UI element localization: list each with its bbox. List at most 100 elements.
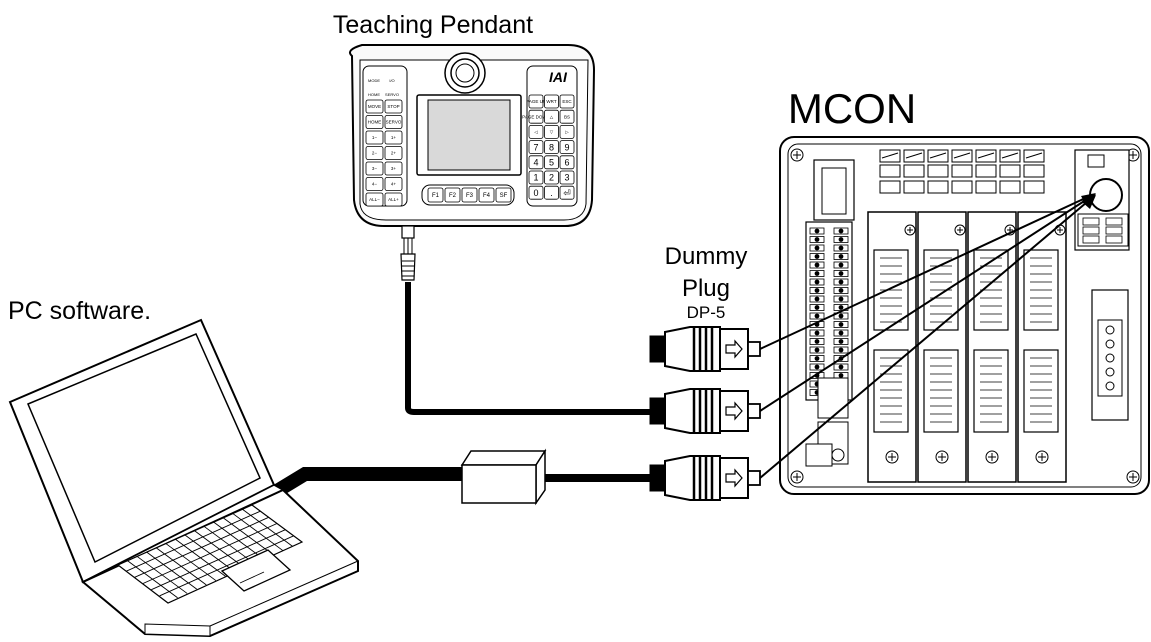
pendant-top-key: MODE xyxy=(368,78,380,83)
connection-lines xyxy=(759,194,1094,479)
pendant-key: 6 xyxy=(559,155,575,170)
svg-text:2+: 2+ xyxy=(391,151,397,156)
pendant-key: ALL+ xyxy=(384,192,403,207)
dummy-plug xyxy=(649,455,761,501)
svg-text:4−: 4− xyxy=(372,182,378,187)
dummy-plug xyxy=(649,326,761,372)
svg-text:3: 3 xyxy=(564,173,569,183)
pendant-key: MOVE xyxy=(365,99,384,114)
pendant-key: ▽ xyxy=(544,125,559,139)
pendant-key: 9 xyxy=(559,140,575,155)
pendant-top-key: SERVO xyxy=(385,92,399,97)
pc-cable xyxy=(273,467,468,497)
pendant-key: HOME xyxy=(365,115,384,129)
svg-text:◁: ◁ xyxy=(534,129,538,134)
pendant-key: PAGE UP xyxy=(526,94,546,109)
svg-text:6: 6 xyxy=(564,157,569,167)
mcon-label: MCON xyxy=(788,85,916,132)
usb-converter xyxy=(460,448,652,506)
pendant-key: 4+ xyxy=(384,177,403,191)
svg-text:MOVE: MOVE xyxy=(368,104,381,109)
pendant-key: BS xyxy=(559,109,575,124)
pendant-key: . xyxy=(544,185,559,200)
svg-text:1: 1 xyxy=(533,173,538,183)
pendant-top-key: HOME xyxy=(368,92,380,97)
axis-module xyxy=(967,211,1017,483)
pendant-key: 5 xyxy=(544,155,559,170)
svg-text:▽: ▽ xyxy=(550,129,554,134)
pendant-function-key: F4 xyxy=(478,187,495,203)
svg-text:1+: 1+ xyxy=(391,135,397,140)
svg-text:SERVO: SERVO xyxy=(386,120,402,125)
laptop xyxy=(8,318,468,638)
svg-text:ALL−: ALL− xyxy=(369,197,380,202)
pendant-key: 7 xyxy=(528,140,544,155)
svg-text:1−: 1− xyxy=(372,135,378,140)
svg-text:ALL+: ALL+ xyxy=(388,197,399,202)
pendant-function-key: SF xyxy=(495,187,512,203)
svg-text:4+: 4+ xyxy=(391,182,397,187)
svg-text:3+: 3+ xyxy=(391,166,397,171)
pendant-key: 8 xyxy=(544,140,559,155)
plug-label: Plug xyxy=(682,275,730,302)
svg-text:△: △ xyxy=(550,114,554,119)
svg-text:2: 2 xyxy=(549,173,554,183)
pendant-key: ◁ xyxy=(528,125,544,139)
svg-text:.: . xyxy=(550,188,553,198)
pendant-key: 3+ xyxy=(384,161,403,176)
svg-text:PAGE DOWN: PAGE DOWN xyxy=(522,114,550,119)
svg-text:STOP: STOP xyxy=(387,104,399,109)
pendant-key: STOP xyxy=(384,99,403,114)
pendant-key: 1+ xyxy=(384,130,403,145)
pendant-key: 4 xyxy=(528,155,544,170)
teaching-pendant-label: Teaching Pendant xyxy=(333,11,533,39)
svg-text:BS: BS xyxy=(564,114,570,119)
dp5-label: DP-5 xyxy=(687,303,726,322)
svg-text:F4: F4 xyxy=(483,193,491,199)
mcon-controller xyxy=(779,136,1150,495)
pendant-key: ESC xyxy=(559,94,575,109)
pendant-key: ALL− xyxy=(365,192,384,207)
pendant-function-key: F2 xyxy=(444,187,461,203)
pendant-key: WRT xyxy=(544,94,559,109)
svg-text:WRT: WRT xyxy=(546,99,556,104)
pendant-key: 2+ xyxy=(384,146,403,160)
svg-text:4: 4 xyxy=(533,157,538,167)
pendant-key: 1 xyxy=(528,170,544,185)
svg-text:F3: F3 xyxy=(466,193,474,199)
svg-text:9: 9 xyxy=(564,142,569,152)
pendant-function-key: F3 xyxy=(461,187,478,203)
dummy-label: Dummy xyxy=(665,243,748,270)
svg-text:0: 0 xyxy=(533,188,538,198)
pendant-cable xyxy=(400,225,650,415)
svg-text:F2: F2 xyxy=(449,193,457,199)
svg-text:3−: 3− xyxy=(372,166,378,171)
svg-text:5: 5 xyxy=(549,157,554,167)
dummy-plug xyxy=(649,388,761,434)
pendant-function-key: F1 xyxy=(427,187,444,203)
svg-text:2−: 2− xyxy=(372,151,378,156)
svg-text:ESC: ESC xyxy=(562,99,572,104)
svg-text:▷: ▷ xyxy=(565,129,569,134)
svg-text:PAGE UP: PAGE UP xyxy=(526,99,546,104)
pendant-key: 2− xyxy=(365,146,384,160)
pendant-key: 1− xyxy=(365,130,384,145)
touchpad xyxy=(220,549,292,592)
pendant-key: △ xyxy=(544,109,559,124)
axis-module xyxy=(917,211,967,483)
pendant-key: SERVO xyxy=(384,115,403,129)
svg-text:HOME: HOME xyxy=(368,120,382,125)
pc-software-label: PC software. xyxy=(8,297,151,325)
pendant-key: 4− xyxy=(365,177,384,191)
svg-text:8: 8 xyxy=(549,142,554,152)
pendant-key: 3− xyxy=(365,161,384,176)
axis-module xyxy=(1017,211,1067,483)
axis-module xyxy=(867,211,917,483)
svg-text:F1: F1 xyxy=(432,193,440,199)
svg-text:7: 7 xyxy=(533,142,538,152)
pendant-screen xyxy=(427,99,511,171)
pendant-key: 0 xyxy=(528,185,544,200)
